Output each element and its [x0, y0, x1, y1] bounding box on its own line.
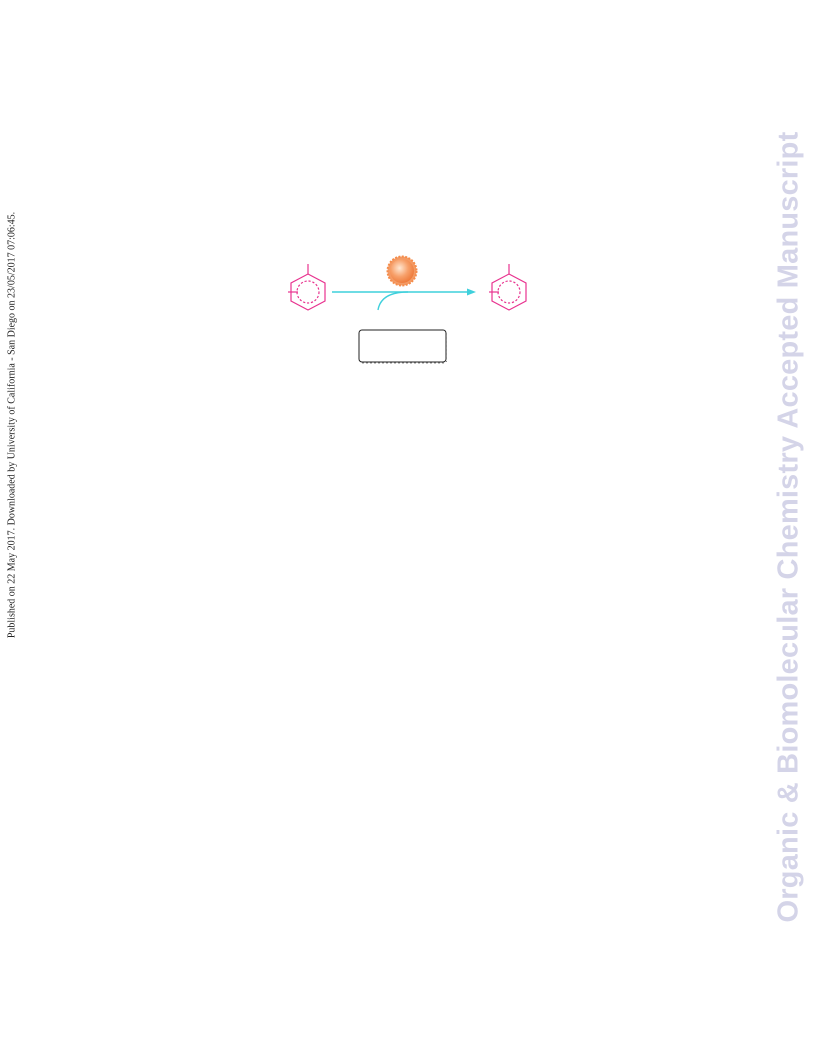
photocatalyst-sphere-icon [386, 255, 418, 287]
reaction-scheme [280, 252, 540, 370]
reactant-ring-icon [288, 264, 326, 311]
reaction-scheme-graphic [288, 255, 527, 364]
publication-note-text: Published on 22 May 2017. Downloaded by … [6, 211, 18, 639]
product-ring-icon [489, 264, 527, 311]
journal-watermark: Organic & Biomolecular Chemistry Accepte… [768, 130, 810, 924]
watermark-text: Organic & Biomolecular Chemistry Accepte… [772, 131, 805, 923]
publication-note: Published on 22 May 2017. Downloaded by … [4, 198, 20, 652]
reagent-box [358, 329, 447, 364]
reaction-arrow [332, 288, 476, 311]
